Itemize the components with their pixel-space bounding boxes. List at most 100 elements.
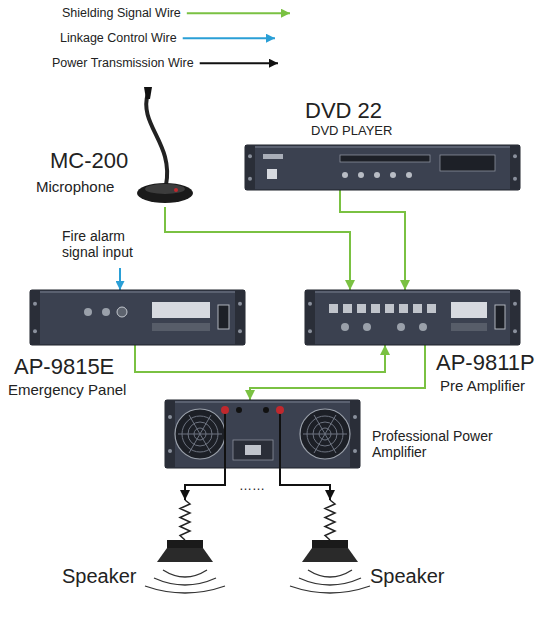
- cooling-fan: [175, 409, 225, 459]
- control-knob: [84, 308, 92, 316]
- selector-button: [399, 304, 408, 313]
- selector-button: [371, 304, 380, 313]
- rack-hole: [248, 177, 252, 181]
- input-jack: [117, 307, 127, 317]
- power-switch: [218, 305, 229, 329]
- speaker-lead: [224, 412, 226, 468]
- device-model: AP-9815E: [14, 354, 114, 379]
- rack-hole: [308, 329, 312, 333]
- mic-led: [174, 188, 178, 192]
- output-terminal: [221, 406, 229, 414]
- rack-hole: [238, 302, 242, 306]
- sound-wave: [308, 570, 352, 577]
- rack-hole: [353, 415, 357, 419]
- signal-wire: [165, 207, 350, 290]
- microphone-drawing: [130, 85, 200, 207]
- signal-wire: [340, 190, 405, 290]
- speaker: Speaker: [295, 500, 365, 615]
- selector-button: [329, 304, 338, 313]
- device-body: [305, 290, 520, 345]
- selector-button: [413, 304, 422, 313]
- rack-ear: [165, 400, 175, 468]
- rack-hole: [168, 415, 172, 419]
- control-button: [358, 172, 364, 178]
- fan-spoke: [200, 434, 222, 435]
- selector-button: [385, 304, 394, 313]
- display-plate: [451, 302, 487, 318]
- rack-ear: [30, 290, 40, 345]
- control-knob: [397, 323, 405, 331]
- rack-ear: [510, 145, 520, 190]
- rack-hole: [308, 302, 312, 306]
- speaker-cone: [302, 548, 358, 562]
- cooling-fan: [300, 409, 350, 459]
- display-window: [440, 155, 495, 171]
- display-plate: [152, 302, 210, 318]
- spring-mount: [180, 500, 190, 540]
- rack-hole: [513, 177, 517, 181]
- device-name: Pre Amplifier: [440, 377, 525, 394]
- logo-plate: [263, 154, 283, 159]
- power-wire: [185, 468, 225, 500]
- bevel-line: [167, 402, 358, 403]
- control-knob: [341, 323, 349, 331]
- sound-wave: [154, 578, 216, 585]
- fan-spoke: [189, 415, 200, 434]
- control-knob: [419, 323, 427, 331]
- power-switch: [495, 305, 505, 329]
- fan-spoke: [314, 415, 325, 434]
- speaker-drawing: [295, 500, 365, 615]
- legend-sample: [183, 37, 275, 39]
- mic-base: [137, 183, 193, 203]
- device-model: Speaker: [62, 565, 137, 588]
- fan-spoke: [325, 434, 336, 453]
- device-body: [30, 290, 245, 345]
- gooseneck: [146, 93, 167, 185]
- device-model: AP-9811P: [436, 350, 535, 375]
- speaker-lead: [279, 412, 281, 468]
- power-wire: [280, 468, 330, 500]
- speaker-magnet: [167, 540, 203, 548]
- control-button: [390, 172, 396, 178]
- output-terminal: [276, 406, 284, 414]
- fan-spoke: [189, 434, 200, 453]
- power-button: [267, 169, 277, 179]
- fan-spoke: [200, 415, 211, 434]
- label-plate: [451, 323, 487, 331]
- rack-hole: [238, 329, 242, 333]
- power-switch: [245, 445, 261, 455]
- emergency-panel: AP-9815EEmergency Panel: [30, 290, 245, 345]
- device-name: Microphone: [36, 178, 114, 195]
- selector-button: [343, 304, 352, 313]
- control-button: [342, 172, 348, 178]
- fan-spoke: [200, 434, 211, 453]
- selector-button: [357, 304, 366, 313]
- control-knob: [363, 323, 371, 331]
- rack-hole: [168, 449, 172, 453]
- rack-ear: [245, 145, 255, 190]
- sound-wave: [299, 578, 361, 585]
- pre-amplifier-drawing: [305, 290, 520, 345]
- device-model: Speaker: [370, 565, 445, 588]
- dvd-player: DVD 22DVD PLAYER: [245, 145, 520, 190]
- rack-hole: [33, 329, 37, 333]
- speaker: Speaker: [150, 500, 220, 615]
- device-model: MC-200: [50, 148, 128, 173]
- rack-hole: [513, 329, 517, 333]
- control-button: [406, 172, 412, 178]
- device-model: DVD 22: [305, 98, 382, 123]
- legend-text: Linkage Control Wire: [60, 31, 177, 45]
- rack-hole: [513, 154, 517, 158]
- mic-head: [144, 87, 152, 99]
- sound-wave: [290, 586, 370, 593]
- control-knob: [102, 308, 110, 316]
- rack-hole: [33, 302, 37, 306]
- fan-spoke: [325, 415, 336, 434]
- dvd-player-drawing: [245, 145, 520, 190]
- device-body: [165, 400, 360, 468]
- sound-wave: [163, 570, 207, 577]
- control-button: [374, 172, 380, 178]
- rack-ear: [305, 290, 315, 345]
- emergency-panel-drawing: [30, 290, 245, 345]
